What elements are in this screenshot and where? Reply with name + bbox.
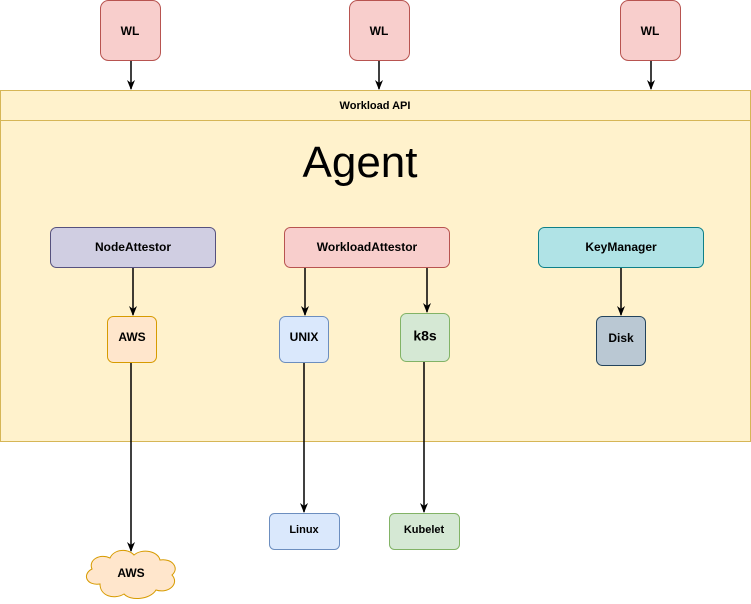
aws-plugin-box bbox=[107, 316, 157, 363]
k8s-plugin: k8s bbox=[400, 313, 450, 362]
wl-box bbox=[349, 0, 410, 61]
unix-plugin-label: UNIX bbox=[290, 330, 319, 344]
disk-plugin: Disk bbox=[596, 316, 646, 366]
workload-attestor-label: WorkloadAttestor bbox=[317, 240, 418, 254]
wl-label: WL bbox=[121, 24, 140, 38]
workload-2: WL bbox=[349, 0, 410, 61]
linux-label: Linux bbox=[289, 524, 319, 536]
aws-cloud-label: AWS bbox=[117, 566, 144, 580]
wl-box bbox=[620, 0, 681, 61]
aws-cloud: AWS bbox=[85, 550, 176, 599]
edges bbox=[127, 60, 655, 552]
k8s-plugin-box bbox=[400, 313, 450, 362]
wl-box bbox=[100, 0, 161, 61]
k8s-plugin-label: k8s bbox=[413, 328, 437, 344]
unix-plugin: UNIX bbox=[279, 316, 329, 363]
workload-attestor: WorkloadAttestor bbox=[284, 227, 450, 268]
node-attestor-box bbox=[50, 227, 216, 268]
kubelet-box bbox=[389, 513, 460, 550]
workload-api-label: Workload API bbox=[340, 100, 411, 112]
wl-label: WL bbox=[370, 24, 389, 38]
workload-attestor-box bbox=[284, 227, 450, 268]
linux-box bbox=[269, 513, 340, 550]
node-attestor: NodeAttestor bbox=[50, 227, 216, 268]
key-manager-box bbox=[538, 227, 704, 268]
linux-external: Linux bbox=[269, 513, 340, 550]
aws-plugin: AWS bbox=[107, 316, 157, 363]
key-manager: KeyManager bbox=[538, 227, 704, 268]
workload-3: WL bbox=[620, 0, 681, 61]
aws-plugin-label: AWS bbox=[118, 330, 145, 344]
agent-title: Agent bbox=[303, 138, 418, 187]
disk-plugin-label: Disk bbox=[608, 331, 634, 345]
cloud-icon bbox=[85, 550, 176, 599]
wl-label: WL bbox=[641, 24, 660, 38]
unix-plugin-box bbox=[279, 316, 329, 363]
key-manager-label: KeyManager bbox=[585, 240, 657, 254]
workload-1: WL bbox=[100, 0, 161, 61]
kubelet-label: Kubelet bbox=[404, 524, 445, 536]
node-attestor-label: NodeAttestor bbox=[95, 240, 171, 254]
disk-plugin-box bbox=[596, 316, 646, 366]
kubelet-external: Kubelet bbox=[389, 513, 460, 550]
